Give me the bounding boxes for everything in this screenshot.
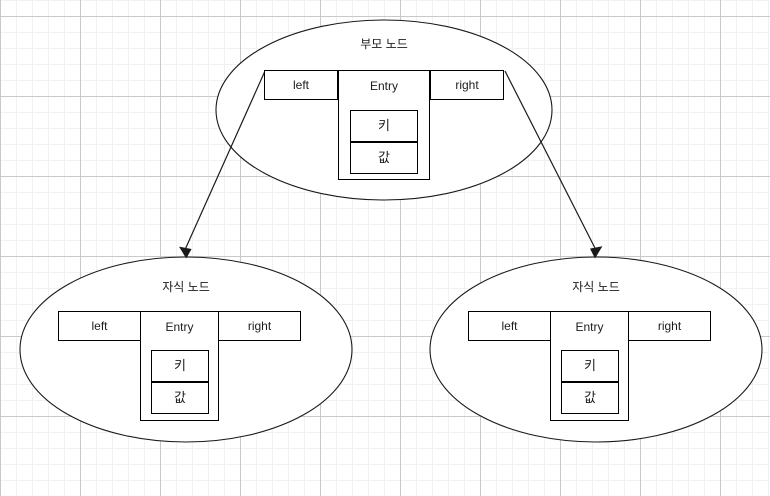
edge-right-arrow-head-icon xyxy=(590,246,603,259)
child-right-entry-label: Entry xyxy=(575,320,604,334)
parent-entry-label: Entry xyxy=(369,79,398,93)
child-left-right-pointer-label: right xyxy=(247,319,272,333)
child-left-node-label: 자식 노드 xyxy=(162,280,210,294)
child-right-value-box: 값 xyxy=(561,382,619,414)
child-right-left-pointer-label: left xyxy=(501,319,518,333)
child-left-key-box: 키 xyxy=(151,350,209,382)
parent-left-pointer-box: left xyxy=(264,70,338,100)
child-left-value-box: 값 xyxy=(151,382,209,414)
child-left-entry-label: Entry xyxy=(165,320,194,334)
edge-left-arrow-head-icon xyxy=(179,246,192,259)
parent-right-pointer-label: right xyxy=(455,78,479,92)
parent-value-label: 값 xyxy=(378,150,390,165)
child-left-left-pointer-box: left xyxy=(58,311,141,341)
parent-right-pointer-box: right xyxy=(430,70,504,100)
child-right-left-pointer-box: left xyxy=(468,311,551,341)
child-left-value-label: 값 xyxy=(174,390,186,405)
child-right-key-box: 키 xyxy=(561,350,619,382)
edge-left-line xyxy=(183,70,266,253)
edge-right-line xyxy=(504,70,598,253)
parent-value-box: 값 xyxy=(350,142,418,174)
child-right-right-pointer-box: right xyxy=(628,311,711,341)
parent-key-label: 키 xyxy=(378,118,390,133)
child-right-node-label: 자식 노드 xyxy=(572,280,620,294)
child-right-value-label: 값 xyxy=(584,390,596,405)
child-right-right-pointer-label: right xyxy=(657,319,682,333)
child-right-key-label: 키 xyxy=(584,358,596,373)
child-left-left-pointer-label: left xyxy=(91,319,108,333)
child-left-key-label: 키 xyxy=(174,358,186,373)
parent-node-label: 부모 노드 xyxy=(360,37,408,51)
parent-key-box: 키 xyxy=(350,110,418,142)
child-left-right-pointer-box: right xyxy=(218,311,301,341)
parent-left-pointer-label: left xyxy=(292,78,309,92)
